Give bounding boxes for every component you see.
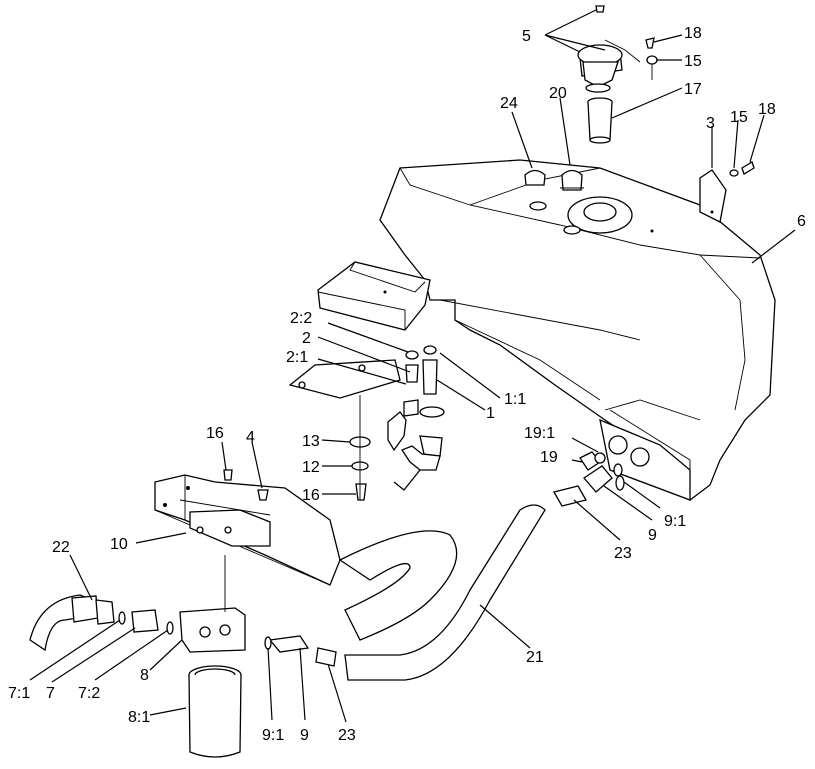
label-24: 24	[500, 95, 518, 112]
fuel-tank	[288, 159, 776, 501]
label-13: 13	[302, 433, 320, 450]
label-8: 8	[140, 667, 149, 684]
label-16-lower: 16	[302, 487, 320, 504]
side-fittings	[553, 451, 625, 507]
frame-bracket	[154, 469, 341, 586]
label-7-2: 7:2	[78, 685, 100, 702]
grommets	[524, 169, 584, 191]
filter-assembly	[29, 555, 246, 758]
label-2-2: 2:2	[290, 310, 312, 327]
label-15-top: 15	[684, 53, 702, 70]
label-10: 10	[110, 536, 128, 553]
label-19-1: 19:1	[524, 425, 555, 442]
fuel-hoses	[264, 504, 546, 681]
label-18-right: 18	[758, 101, 776, 118]
label-16-upper: 16	[206, 425, 224, 442]
label-19: 19	[540, 449, 558, 466]
label-23-right: 23	[614, 545, 632, 562]
label-20: 20	[549, 85, 567, 102]
label-1-1: 1:1	[504, 391, 526, 408]
filler-sleeve	[587, 97, 613, 144]
label-12: 12	[302, 459, 320, 476]
label-23-bottom: 23	[338, 727, 356, 744]
part-labels: 5 18 15 17 24 20 3 15 18 6 2:2 2 2:1 1:1…	[8, 25, 806, 744]
label-7: 7	[46, 685, 55, 702]
label-15-right: 15	[730, 109, 748, 126]
label-9-1-right: 9:1	[664, 513, 686, 530]
label-21: 21	[526, 649, 544, 666]
label-3: 3	[706, 115, 715, 132]
label-8-1: 8:1	[128, 709, 150, 726]
tank-fittings	[349, 345, 445, 501]
label-4: 4	[246, 429, 255, 446]
label-22: 22	[52, 539, 70, 556]
fuel-cap-assembly	[577, 5, 641, 93]
leader-lines	[29, 9, 796, 723]
label-1: 1	[486, 405, 495, 422]
label-18-top: 18	[684, 25, 702, 42]
label-6: 6	[797, 213, 806, 230]
label-9-right: 9	[648, 527, 657, 544]
label-2: 2	[302, 330, 311, 347]
label-9-1-bottom: 9:1	[262, 727, 284, 744]
label-5: 5	[522, 28, 531, 45]
strap-bracket	[699, 161, 755, 223]
label-9-bottom: 9	[300, 727, 309, 744]
label-7-1: 7:1	[8, 685, 30, 702]
label-2-1: 2:1	[286, 349, 308, 366]
label-17: 17	[684, 81, 702, 98]
strap-hardware-top	[645, 37, 658, 80]
